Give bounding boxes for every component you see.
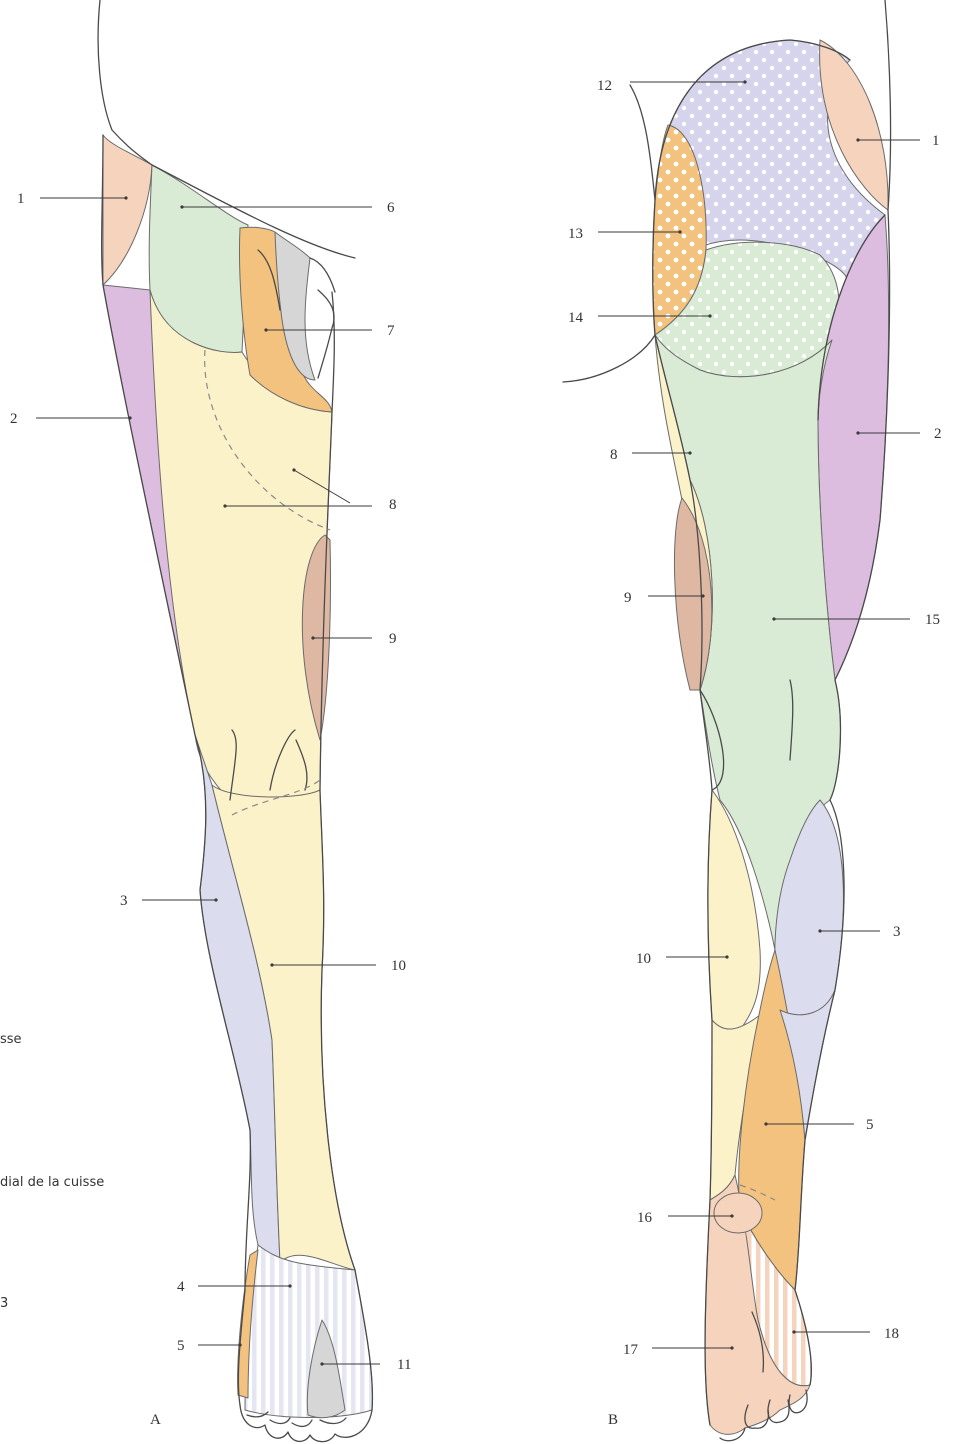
view-label-back: B [608, 1412, 618, 1428]
side-fragment-2: dial de la cuisse [0, 1175, 104, 1190]
label-back-3: 3 [893, 924, 901, 940]
label-front-10: 10 [391, 958, 406, 974]
label-back-14: 14 [568, 310, 584, 326]
label-back-12: 12 [597, 78, 612, 94]
label-back-13: 13 [568, 226, 583, 242]
label-back-2: 2 [934, 426, 942, 442]
label-back-1: 1 [932, 133, 940, 149]
label-back-17: 17 [623, 1342, 639, 1358]
label-front-9: 9 [389, 631, 397, 647]
label-front-2: 2 [10, 411, 18, 427]
label-back-5: 5 [866, 1117, 874, 1133]
label-front-11: 11 [397, 1357, 411, 1373]
label-back-18: 18 [884, 1326, 899, 1342]
label-back-10: 10 [636, 951, 651, 967]
back-leg [563, 0, 891, 1441]
back-zone-16 [714, 1193, 762, 1233]
label-front-3: 3 [120, 893, 128, 909]
side-fragment-1: sse [0, 1032, 22, 1047]
label-front-1: 1 [17, 191, 25, 207]
front-zone-1 [103, 135, 152, 285]
side-fragment-3: 3 [0, 1296, 8, 1311]
label-back-9: 9 [624, 590, 632, 606]
front-leg [98, 0, 372, 1442]
label-front-4: 4 [177, 1279, 185, 1295]
label-front-5: 5 [177, 1338, 185, 1354]
label-back-15: 15 [925, 612, 940, 628]
label-front-6: 6 [387, 200, 395, 216]
view-label-front: A [150, 1412, 161, 1428]
label-front-8: 8 [389, 497, 397, 513]
label-back-16: 16 [637, 1210, 653, 1226]
label-back-8: 8 [610, 447, 618, 463]
label-front-7: 7 [387, 323, 395, 339]
